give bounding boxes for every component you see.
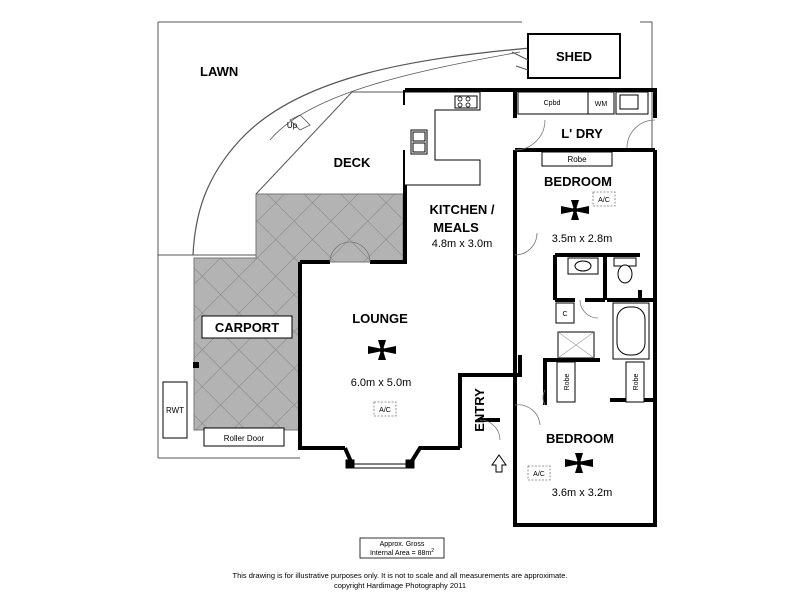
area-box	[359, 537, 445, 559]
cooktop-icon	[457, 96, 471, 108]
cupboard-c-label: C	[562, 311, 567, 318]
site-boundary	[157, 21, 653, 459]
ac-bed1-label: A/C	[598, 197, 610, 204]
entry-label: ENTRY	[472, 388, 487, 432]
fan-icon	[561, 200, 589, 220]
bedroom2-label: BEDROOM	[546, 431, 614, 446]
laundry-fittings	[517, 91, 649, 115]
ac-lounge-label: A/C	[379, 407, 391, 414]
robe-boxes	[556, 361, 645, 403]
kitchen-label-line2: MEALS	[433, 220, 479, 235]
bed1-dims: 3.5m x 2.8m	[552, 233, 613, 245]
carport-label-box	[201, 315, 293, 339]
lounge-dims: 6.0m x 5.0m	[351, 377, 412, 389]
shed-box	[527, 33, 621, 79]
lawn-curve-inner	[269, 51, 521, 141]
robe-left-label: Robe	[564, 374, 571, 391]
wm-label: WM	[595, 101, 608, 108]
copyright-text: copyright Hardimage Photography 2011	[334, 581, 466, 590]
laundry-door-swing	[514, 119, 546, 151]
ac-bed2-label: A/C	[533, 471, 545, 478]
kitchen-dims: 4.8m x 3.0m	[432, 238, 493, 250]
roller-door-box	[203, 427, 285, 447]
bedroom1-label: BEDROOM	[544, 174, 612, 189]
robe-top-box	[541, 151, 613, 167]
entry-arrow-icon	[491, 454, 507, 473]
disclaimer-text: This drawing is for illustrative purpose…	[232, 571, 567, 580]
bathroom-fixtures	[555, 257, 650, 360]
shed-label: SHED	[556, 49, 592, 64]
robe-right-label: Robe	[633, 374, 640, 391]
up-label: Up	[287, 121, 298, 130]
cpbd-label: Cpbd	[544, 100, 561, 107]
laundry-label: L' DRY	[561, 126, 603, 141]
fan-icon	[368, 340, 396, 360]
lounge-label: LOUNGE	[352, 311, 408, 326]
bay-window	[345, 459, 415, 469]
shed-door	[511, 51, 529, 71]
robe-top-label: Robe	[567, 155, 587, 164]
area-line1: Approx. Gross	[380, 541, 425, 548]
door-swings	[289, 114, 546, 441]
lawn-label: LAWN	[200, 64, 238, 79]
area-line2: Internal Area = 88m2	[370, 548, 434, 557]
kitchen-bench	[405, 91, 481, 186]
rwt-box	[162, 381, 188, 439]
lawn-curve	[192, 47, 531, 256]
ac-markers	[373, 191, 616, 481]
bed2-dims: 3.6m x 3.2m	[552, 487, 613, 499]
area-unit-sup: 2	[431, 548, 434, 554]
walls	[298, 88, 657, 527]
bath-door-swing	[579, 299, 599, 319]
kitchen-sink	[410, 129, 428, 155]
area-value: Internal Area = 88m	[370, 550, 431, 557]
fan-icon	[565, 453, 593, 473]
carport-post	[193, 362, 199, 368]
laundry-door-swing-2	[626, 119, 656, 149]
rwt-label: RWT	[166, 406, 184, 415]
deck-label: DECK	[334, 155, 371, 170]
deck-outline	[255, 91, 403, 195]
roller-door-label: Roller Door	[224, 434, 265, 443]
kitchen-label-line1: KITCHEN /	[430, 202, 495, 217]
carport-label: CARPORT	[215, 320, 279, 335]
